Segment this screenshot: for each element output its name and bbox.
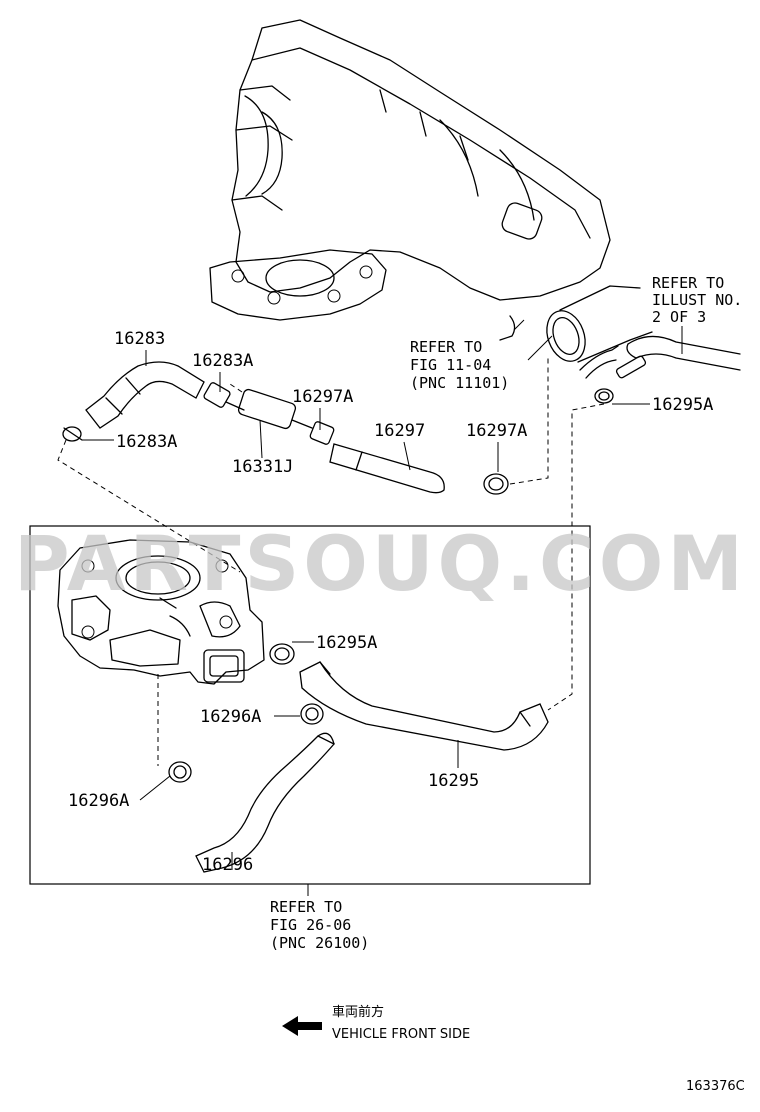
refer-fig-11-line3: (PNC 11101)	[410, 374, 509, 392]
vehicle-front-indicator: 車両前方 VEHICLE FRONT SIDE	[282, 1004, 470, 1042]
intake-manifold-drawing	[209, 19, 611, 341]
callout-16283A-top: 16283A	[192, 351, 253, 371]
refer-illust-line1: REFER TO	[652, 274, 724, 292]
hose-16296-drawing	[168, 703, 336, 873]
refer-illust-line2: ILLUST NO.	[652, 291, 742, 309]
direction-en-label: VEHICLE FRONT SIDE	[332, 1027, 470, 1042]
leader-lines	[82, 319, 683, 896]
throttle-body-drawing	[57, 539, 265, 685]
callout-16295: 16295	[428, 771, 479, 791]
arrow-left-icon	[282, 1016, 322, 1036]
callout-16296A-left: 16296A	[68, 791, 129, 811]
callout-16296A-top: 16296A	[200, 707, 261, 727]
hose-16297-drawing	[329, 443, 509, 495]
callout-16297: 16297	[374, 421, 425, 441]
refer-fig-26-line3: (PNC 26100)	[270, 934, 369, 952]
refer-fig-26-line1: REFER TO	[270, 898, 342, 916]
refer-fig-11-line2: FIG 11-04	[410, 356, 491, 374]
hose-16283-drawing	[62, 361, 335, 445]
hose-16295-drawing	[269, 388, 614, 751]
callout-16283A-left: 16283A	[116, 432, 177, 452]
callout-16295A-mid: 16295A	[316, 633, 377, 653]
detail-box	[29, 525, 591, 885]
refer-fig-26-line2: FIG 26-06	[270, 916, 351, 934]
callout-16283: 16283	[114, 329, 165, 349]
callout-16297A-left: 16297A	[292, 387, 353, 407]
figure-id: 163376C	[686, 1079, 745, 1094]
callout-16296: 16296	[202, 855, 253, 875]
dashed-connections	[57, 356, 605, 766]
callout-16331J: 16331J	[232, 457, 293, 477]
air-duct-drawing	[546, 285, 741, 379]
callout-16295A-top: 16295A	[652, 395, 713, 415]
watermark-text: PARTSOUQ.COM	[14, 519, 747, 608]
direction-jp-label: 車両前方	[332, 1004, 384, 1020]
callout-16297A-right: 16297A	[466, 421, 527, 441]
refer-illust-line3: 2 OF 3	[652, 308, 706, 326]
refer-fig-11-line1: REFER TO	[410, 338, 482, 356]
